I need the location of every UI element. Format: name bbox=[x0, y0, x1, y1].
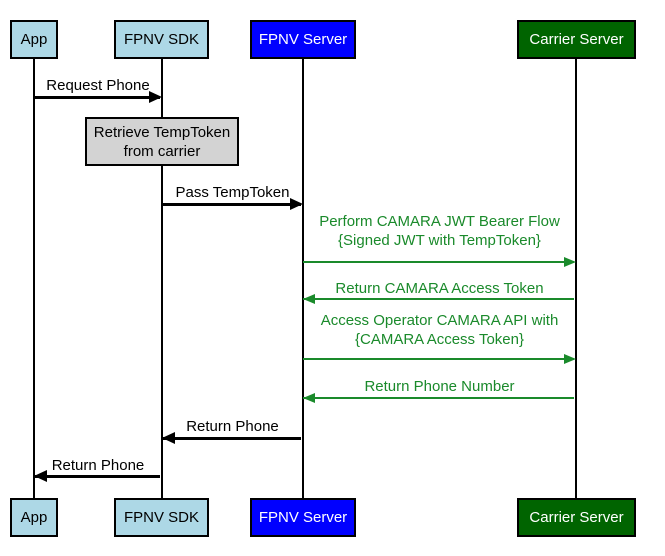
message-label-access-camara-api: Access Operator CAMARA API with {CAMARA … bbox=[303, 311, 576, 349]
arrowhead-left-icon bbox=[303, 294, 315, 304]
actor-app-label: App bbox=[20, 31, 48, 48]
arrow-line bbox=[303, 358, 574, 360]
actor-fpnv-server-label: FPNV Server bbox=[258, 31, 348, 48]
lifeline-carrier-server bbox=[575, 58, 577, 498]
arrowhead-right-icon bbox=[149, 91, 162, 103]
arrow-line bbox=[303, 261, 574, 263]
message-label-jwt-bearer-flow: Perform CAMARA JWT Bearer Flow {Signed J… bbox=[303, 212, 576, 250]
actor-app-label: App bbox=[20, 509, 48, 526]
actor-fpnv-server-bottom: FPNV Server bbox=[250, 498, 356, 537]
arrowhead-right-icon bbox=[290, 198, 303, 210]
actor-carrier-server-label: Carrier Server bbox=[529, 31, 624, 48]
message-label-return-phone-to-app: Return Phone bbox=[51, 457, 145, 474]
actor-fpnv-server-label: FPNV Server bbox=[258, 509, 348, 526]
actor-fpnv-server-top: FPNV Server bbox=[250, 20, 356, 59]
arrowhead-left-icon bbox=[162, 432, 175, 444]
actor-app-top: App bbox=[10, 20, 58, 59]
arrow-line bbox=[303, 298, 574, 300]
message-label-pass-temptoken: Pass TempToken bbox=[175, 184, 290, 201]
lifeline-fpnv-sdk bbox=[161, 58, 163, 498]
message-label-return-phone-to-sdk: Return Phone bbox=[186, 418, 279, 435]
message-line-2: {Signed JWT with TempToken} bbox=[338, 232, 541, 249]
lifeline-fpnv-server bbox=[302, 58, 304, 498]
actor-carrier-server-top: Carrier Server bbox=[517, 20, 636, 59]
message-label-return-access-token: Return CAMARA Access Token bbox=[335, 280, 544, 297]
arrowhead-left-icon bbox=[34, 470, 47, 482]
note-retrieve-temptoken: Retrieve TempToken from carrier bbox=[85, 117, 239, 166]
arrowhead-left-icon bbox=[303, 393, 315, 403]
note-line-1: Retrieve TempToken bbox=[93, 123, 231, 141]
actor-app-bottom: App bbox=[10, 498, 58, 537]
lifeline-app bbox=[33, 58, 35, 498]
arrow-line bbox=[34, 96, 160, 99]
arrow-line bbox=[162, 437, 301, 440]
actor-fpnv-sdk-label: FPNV SDK bbox=[123, 31, 199, 48]
arrow-line bbox=[303, 397, 574, 399]
message-label-return-phone-number: Return Phone Number bbox=[364, 378, 515, 395]
actor-carrier-server-bottom: Carrier Server bbox=[517, 498, 636, 537]
message-label-request-phone: Request Phone bbox=[46, 77, 150, 94]
message-line-1: Perform CAMARA JWT Bearer Flow bbox=[319, 213, 560, 230]
arrow-line bbox=[162, 203, 301, 206]
actor-fpnv-sdk-bottom: FPNV SDK bbox=[114, 498, 209, 537]
arrowhead-right-icon bbox=[564, 257, 576, 267]
actor-fpnv-sdk-label: FPNV SDK bbox=[123, 509, 199, 526]
arrow-line bbox=[34, 475, 160, 478]
message-line-2: {CAMARA Access Token} bbox=[355, 331, 524, 348]
actor-carrier-server-label: Carrier Server bbox=[529, 509, 624, 526]
note-line-2: from carrier bbox=[123, 142, 201, 160]
arrowhead-right-icon bbox=[564, 354, 576, 364]
message-line-1: Access Operator CAMARA API with bbox=[320, 312, 559, 329]
actor-fpnv-sdk-top: FPNV SDK bbox=[114, 20, 209, 59]
